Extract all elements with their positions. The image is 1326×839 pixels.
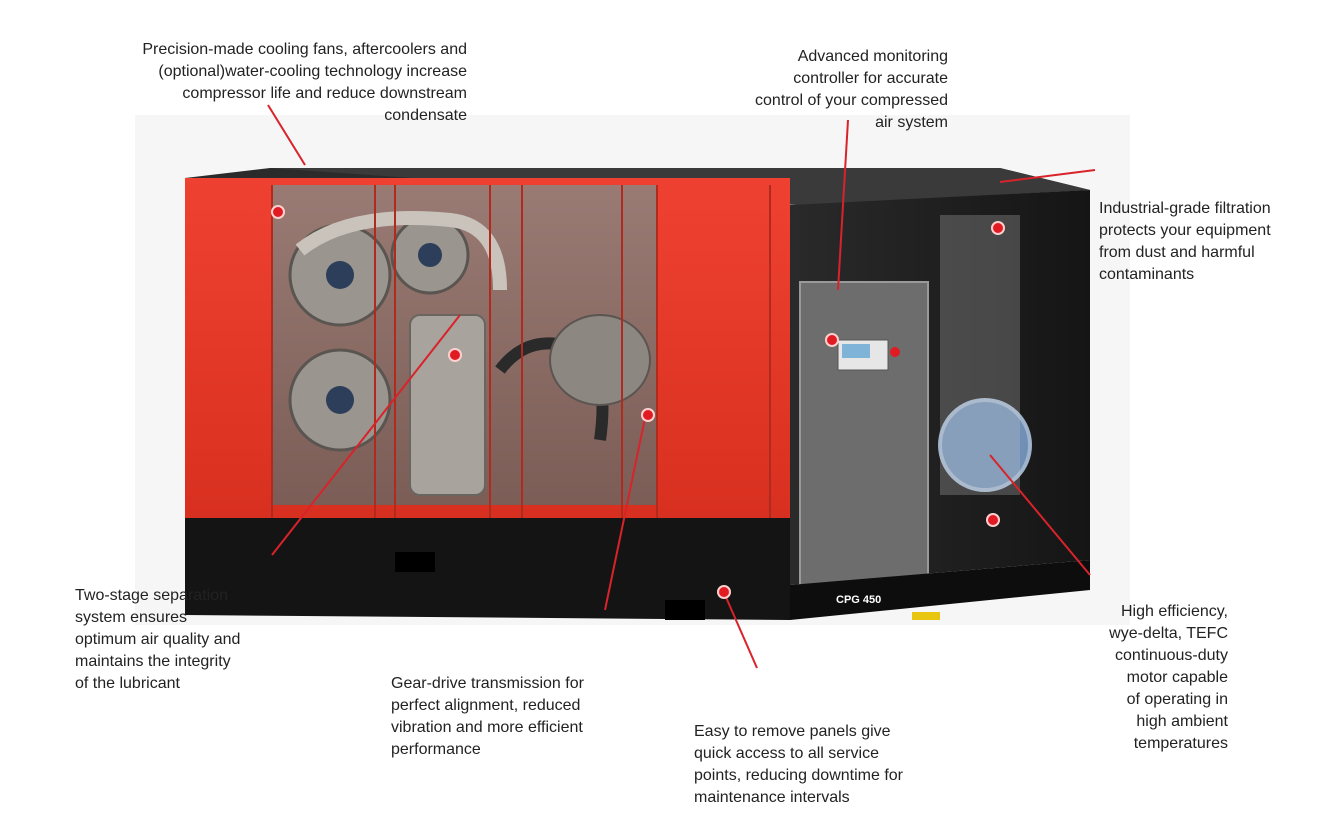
callout-monitoring: Advanced monitoring controller for accur…: [755, 48, 948, 131]
callout-separation: Two-stage separation system ensures opti…: [75, 587, 241, 692]
base-side: [790, 560, 1090, 620]
electrical-window: [799, 281, 929, 588]
leader-separation: [271, 314, 461, 556]
separator-tank: [409, 314, 486, 496]
airend: [549, 314, 651, 406]
callout-panels: Easy to remove panels give quick access …: [694, 723, 903, 806]
base: [185, 518, 790, 620]
leader-cooling: [267, 104, 306, 166]
hotspot-markers: [271, 205, 1005, 599]
pipe: [295, 211, 507, 291]
leader-gear: [604, 417, 646, 611]
controller-screen: [842, 344, 870, 358]
leader-monitoring: [837, 119, 849, 291]
leader-panels: [724, 594, 758, 669]
marker-gear: [641, 408, 655, 422]
marker-motor: [986, 513, 1000, 527]
callout-motor: High efficiency, wye-delta, TEFC continu…: [1109, 603, 1228, 752]
marker-cooling: [271, 205, 285, 219]
callout-cooling: Precision-made cooling fans, aftercooler…: [142, 41, 467, 124]
leader-motor: [989, 454, 1091, 576]
panel-seams: [271, 185, 771, 518]
leader-filtration: [999, 169, 1096, 183]
leader-lines: [267, 104, 1096, 669]
cooling-fans: [288, 215, 470, 452]
marker-monitoring: [825, 333, 839, 347]
model-label: CPG 450: [836, 594, 881, 606]
filter-housing: [940, 215, 1020, 495]
marker-separation: [448, 348, 462, 362]
callout-filtration: Industrial-grade filtration protects you…: [1099, 200, 1271, 283]
marker-filtration: [991, 221, 1005, 235]
marker-panels: [717, 585, 731, 599]
callout-gear-drive: Gear-drive transmission for perfect alig…: [391, 675, 584, 758]
side-fan: [938, 398, 1032, 492]
